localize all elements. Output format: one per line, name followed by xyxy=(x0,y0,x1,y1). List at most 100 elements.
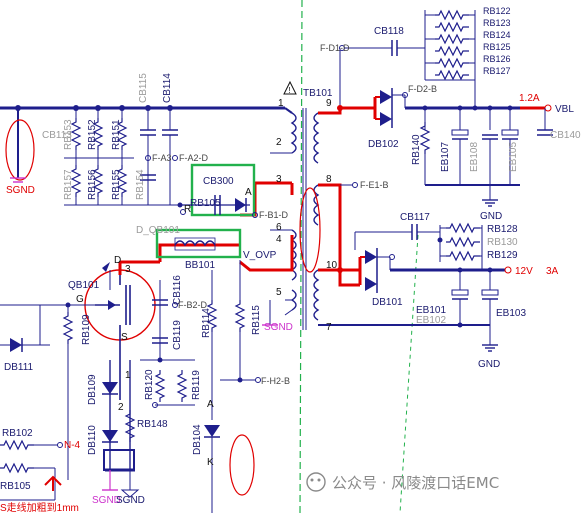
annotation-note: S走线加粗到1mm xyxy=(0,501,79,513)
q-pin-1: 1 xyxy=(125,370,131,381)
label-rb125: RB125 xyxy=(483,42,511,52)
label-rb105: RB105 xyxy=(0,481,31,492)
label-cb116: CB116 xyxy=(172,275,183,305)
label-rb130: RB130 xyxy=(487,237,518,248)
secondary-output-1 xyxy=(318,10,553,207)
label-rb140: RB140 xyxy=(411,134,422,165)
label-rb153: RB153 xyxy=(63,119,74,150)
q-pin-2: 2 xyxy=(118,402,124,413)
pin-r: R xyxy=(184,204,191,215)
vovp-network xyxy=(204,260,278,513)
label-rb154: RB154 xyxy=(135,169,146,200)
label-sgnd1: SGND xyxy=(6,185,35,196)
label-db102: DB102 xyxy=(368,139,399,150)
bead-bb101 xyxy=(174,237,216,251)
label-fa2d: F-A2-D xyxy=(179,153,209,163)
label-cb118: CB118 xyxy=(374,26,404,37)
label-rb120: RB120 xyxy=(144,369,155,400)
label-gnd1: GND xyxy=(480,211,502,222)
pin-a: A xyxy=(245,187,252,198)
label-rb119: RB119 xyxy=(191,370,202,400)
label-current2: 3A xyxy=(546,266,559,277)
label-rb109: RB109 xyxy=(81,314,92,345)
snubber-box xyxy=(190,163,256,217)
label-sgnd2: SGND xyxy=(264,322,293,333)
label-rb126: RB126 xyxy=(483,54,511,64)
primary-top-rail xyxy=(0,105,293,114)
label-cb115: CB115 xyxy=(138,73,149,103)
label-rb148: RB148 xyxy=(137,419,168,430)
label-cb119: CB119 xyxy=(172,320,183,350)
tx-pin-8: 8 xyxy=(326,174,332,185)
label-current1: 1.2A xyxy=(519,93,540,104)
label-12v: 12V xyxy=(515,266,533,277)
label-db110: DB110 xyxy=(87,425,98,455)
label-qb101: QB101 xyxy=(68,280,100,291)
label-cb114: CB114 xyxy=(162,73,173,103)
label-dqb101: D_QB101 xyxy=(136,225,180,236)
label-fa3: F-A3 xyxy=(152,153,172,163)
tx-pin-7: 7 xyxy=(326,322,332,333)
label-n4: N-4 xyxy=(64,440,81,451)
tx-pin-6: 6 xyxy=(276,222,282,233)
bead-box xyxy=(155,228,242,259)
label-rb157: RB157 xyxy=(63,169,74,200)
tx-pin-2: 2 xyxy=(276,137,282,148)
label-rb127: RB127 xyxy=(483,66,511,76)
label-rb102: RB102 xyxy=(2,428,33,439)
labels: CB118 RB122 RB123 RB124 RB125 RB126 RB12… xyxy=(0,6,581,513)
watermark-text: 公众号 · 风陵渡口话EMC xyxy=(332,474,499,492)
label-rb156: RB156 xyxy=(87,169,98,200)
label-fd1d: F-D1-D xyxy=(320,43,350,53)
watermark: 公众号 · 风陵渡口话EMC xyxy=(306,472,499,492)
tx-pin-9: 9 xyxy=(326,98,332,109)
label-bb101: BB101 xyxy=(185,260,215,271)
pin-k: K xyxy=(207,457,214,468)
label-fb2d: F-B2-D xyxy=(178,300,208,310)
label-cb113: CB113 xyxy=(42,130,72,141)
cb300-diode xyxy=(177,195,258,218)
tx-pin-1: 1 xyxy=(278,98,284,109)
label-fe1b: F-E1-B xyxy=(360,180,389,190)
pin-a2: A xyxy=(207,399,214,410)
q-pin-3: 3 xyxy=(125,264,131,275)
transformer-tb101: ! xyxy=(270,80,321,330)
label-fb1d: F-B1-D xyxy=(259,210,289,220)
tx-pin-3: 3 xyxy=(276,174,282,185)
pin-d: D xyxy=(114,255,121,266)
label-db109: DB109 xyxy=(87,374,98,405)
label-eb103: EB103 xyxy=(496,308,526,319)
label-rb129: RB129 xyxy=(487,250,518,261)
label-eb105: EB105 xyxy=(508,142,519,172)
label-rb123: RB123 xyxy=(483,18,511,28)
label-tb101: TB101 xyxy=(303,88,333,99)
pin-g: G xyxy=(76,294,84,305)
label-rb128: RB128 xyxy=(487,224,518,235)
label-rb105b: RB105 xyxy=(190,198,221,209)
label-db111: DB111 xyxy=(4,362,34,373)
label-eb107: EB107 xyxy=(440,142,451,172)
resistor-ladder xyxy=(64,108,200,206)
bottom-left-network xyxy=(0,440,140,501)
label-vovp: V_OVP xyxy=(243,250,277,261)
label-fd2b: F-D2-B xyxy=(408,84,437,94)
label-rb152: RB152 xyxy=(87,119,98,150)
label-rb151: RB151 xyxy=(111,119,122,150)
label-eb102: EB102 xyxy=(416,315,446,326)
label-rb114: RB114 xyxy=(201,308,212,338)
label-db101: DB101 xyxy=(372,297,403,308)
label-eb101: EB101 xyxy=(416,305,446,316)
label-db104: DB104 xyxy=(192,424,203,455)
label-gnd2: GND xyxy=(478,359,500,370)
isolation-line xyxy=(299,0,303,513)
pin-s: S xyxy=(121,332,128,343)
label-vbl: VBL xyxy=(555,104,574,115)
tx-pin-4: 4 xyxy=(276,234,282,245)
label-cb300: CB300 xyxy=(203,176,234,187)
gate-network xyxy=(0,262,111,480)
label-cb117: CB117 xyxy=(400,212,430,223)
isolation-line-2 xyxy=(399,234,419,513)
label-rb115: RB115 xyxy=(251,305,262,335)
